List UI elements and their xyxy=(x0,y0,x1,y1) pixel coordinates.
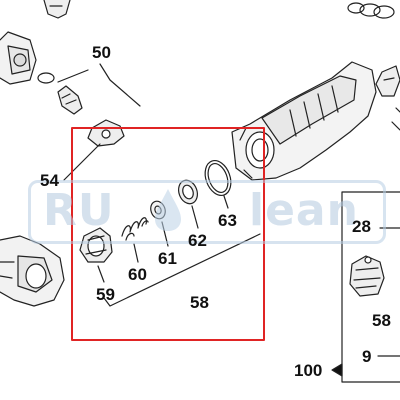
watermark: RU lean xyxy=(28,180,386,244)
callout-100: 100 xyxy=(294,361,323,380)
bracket-58 xyxy=(103,233,261,307)
valve-body-assembly xyxy=(231,61,377,181)
callout-9: 9 xyxy=(362,347,372,366)
bracket-right-edge xyxy=(391,107,400,131)
watermark-text-right: lean xyxy=(249,185,359,236)
pump-head-fragment-top-left xyxy=(0,0,71,85)
pump-head-fragment-left xyxy=(0,235,65,307)
callout-63: 63 xyxy=(218,211,237,230)
leader-62 xyxy=(191,205,199,229)
watermark-text-left: RU xyxy=(43,185,115,236)
oring-stack-top-right xyxy=(347,2,395,19)
leader-59 xyxy=(97,265,105,283)
callout-61: 61 xyxy=(158,249,177,268)
callout-58-main: 58 xyxy=(190,293,209,312)
callout-60: 60 xyxy=(128,265,147,284)
watermark-drop-icon xyxy=(155,189,181,231)
callout-50: 50 xyxy=(92,43,111,62)
leader-54 xyxy=(63,143,101,181)
callout-28: 28 xyxy=(352,217,371,236)
leader-60 xyxy=(133,243,139,263)
spring-60 xyxy=(121,217,149,241)
pointer-100 xyxy=(331,363,343,377)
callout-58-side: 58 xyxy=(372,311,391,330)
valve-cartridge-58 xyxy=(349,255,385,297)
bracket-54 xyxy=(87,119,125,147)
callout-62: 62 xyxy=(188,231,207,250)
highlight-frame xyxy=(71,127,265,341)
fitting-50 xyxy=(57,85,83,115)
leader-50 xyxy=(99,63,141,107)
leader-63 xyxy=(223,195,229,209)
check-valve-top-right xyxy=(375,65,400,97)
oring-50 xyxy=(37,72,55,84)
callout-59: 59 xyxy=(96,285,115,304)
leader-50b xyxy=(57,69,89,83)
assembly-frame-right xyxy=(341,191,400,383)
seal-62 xyxy=(177,179,199,205)
callout-54: 54 xyxy=(40,171,59,190)
